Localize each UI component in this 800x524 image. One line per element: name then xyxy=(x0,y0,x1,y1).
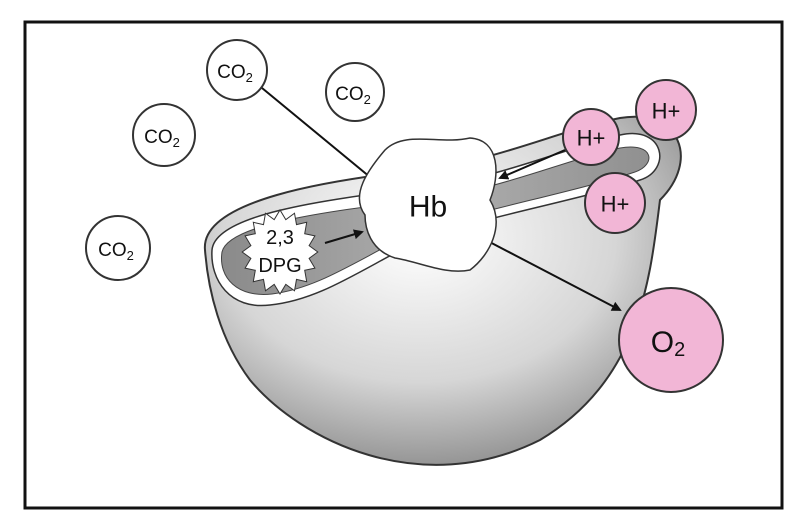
hemoglobin: Hb xyxy=(358,137,497,272)
hb-label: Hb xyxy=(409,191,447,224)
arrow-hb-to-o2 xyxy=(481,237,622,311)
dpg-label-line2: DPG xyxy=(258,255,301,277)
arrow-co2-to-hb xyxy=(261,87,378,184)
co2-molecule: CO2 xyxy=(132,103,196,167)
co2-molecule: CO2 xyxy=(85,215,151,281)
hydrogen-ion: H+ xyxy=(562,108,620,166)
svg-text:CO2: CO2 xyxy=(335,84,371,107)
arrow-dpg-to-hb xyxy=(324,229,364,244)
hydrogen-ion: H+ xyxy=(635,79,697,141)
co2-molecule: CO2 xyxy=(206,39,268,101)
svg-text:H+: H+ xyxy=(577,126,606,151)
co2-molecule: CO2 xyxy=(325,62,385,122)
svg-text:CO2: CO2 xyxy=(217,62,253,85)
svg-text:O2: O2 xyxy=(651,326,685,362)
frame-border xyxy=(23,20,784,510)
svg-text:CO2: CO2 xyxy=(98,240,134,263)
dpg-molecule: 2,3 DPG xyxy=(241,209,319,295)
svg-text:H+: H+ xyxy=(601,192,630,217)
svg-text:CO2: CO2 xyxy=(144,127,180,150)
dpg-label-line1: 2,3 xyxy=(266,227,294,249)
starburst-shape xyxy=(241,209,319,295)
oxygen-molecule: O2 xyxy=(618,287,724,393)
hydrogen-ion: H+ xyxy=(584,172,646,234)
svg-text:H+: H+ xyxy=(652,99,681,124)
arrow-hplus-to-hb xyxy=(498,149,566,180)
